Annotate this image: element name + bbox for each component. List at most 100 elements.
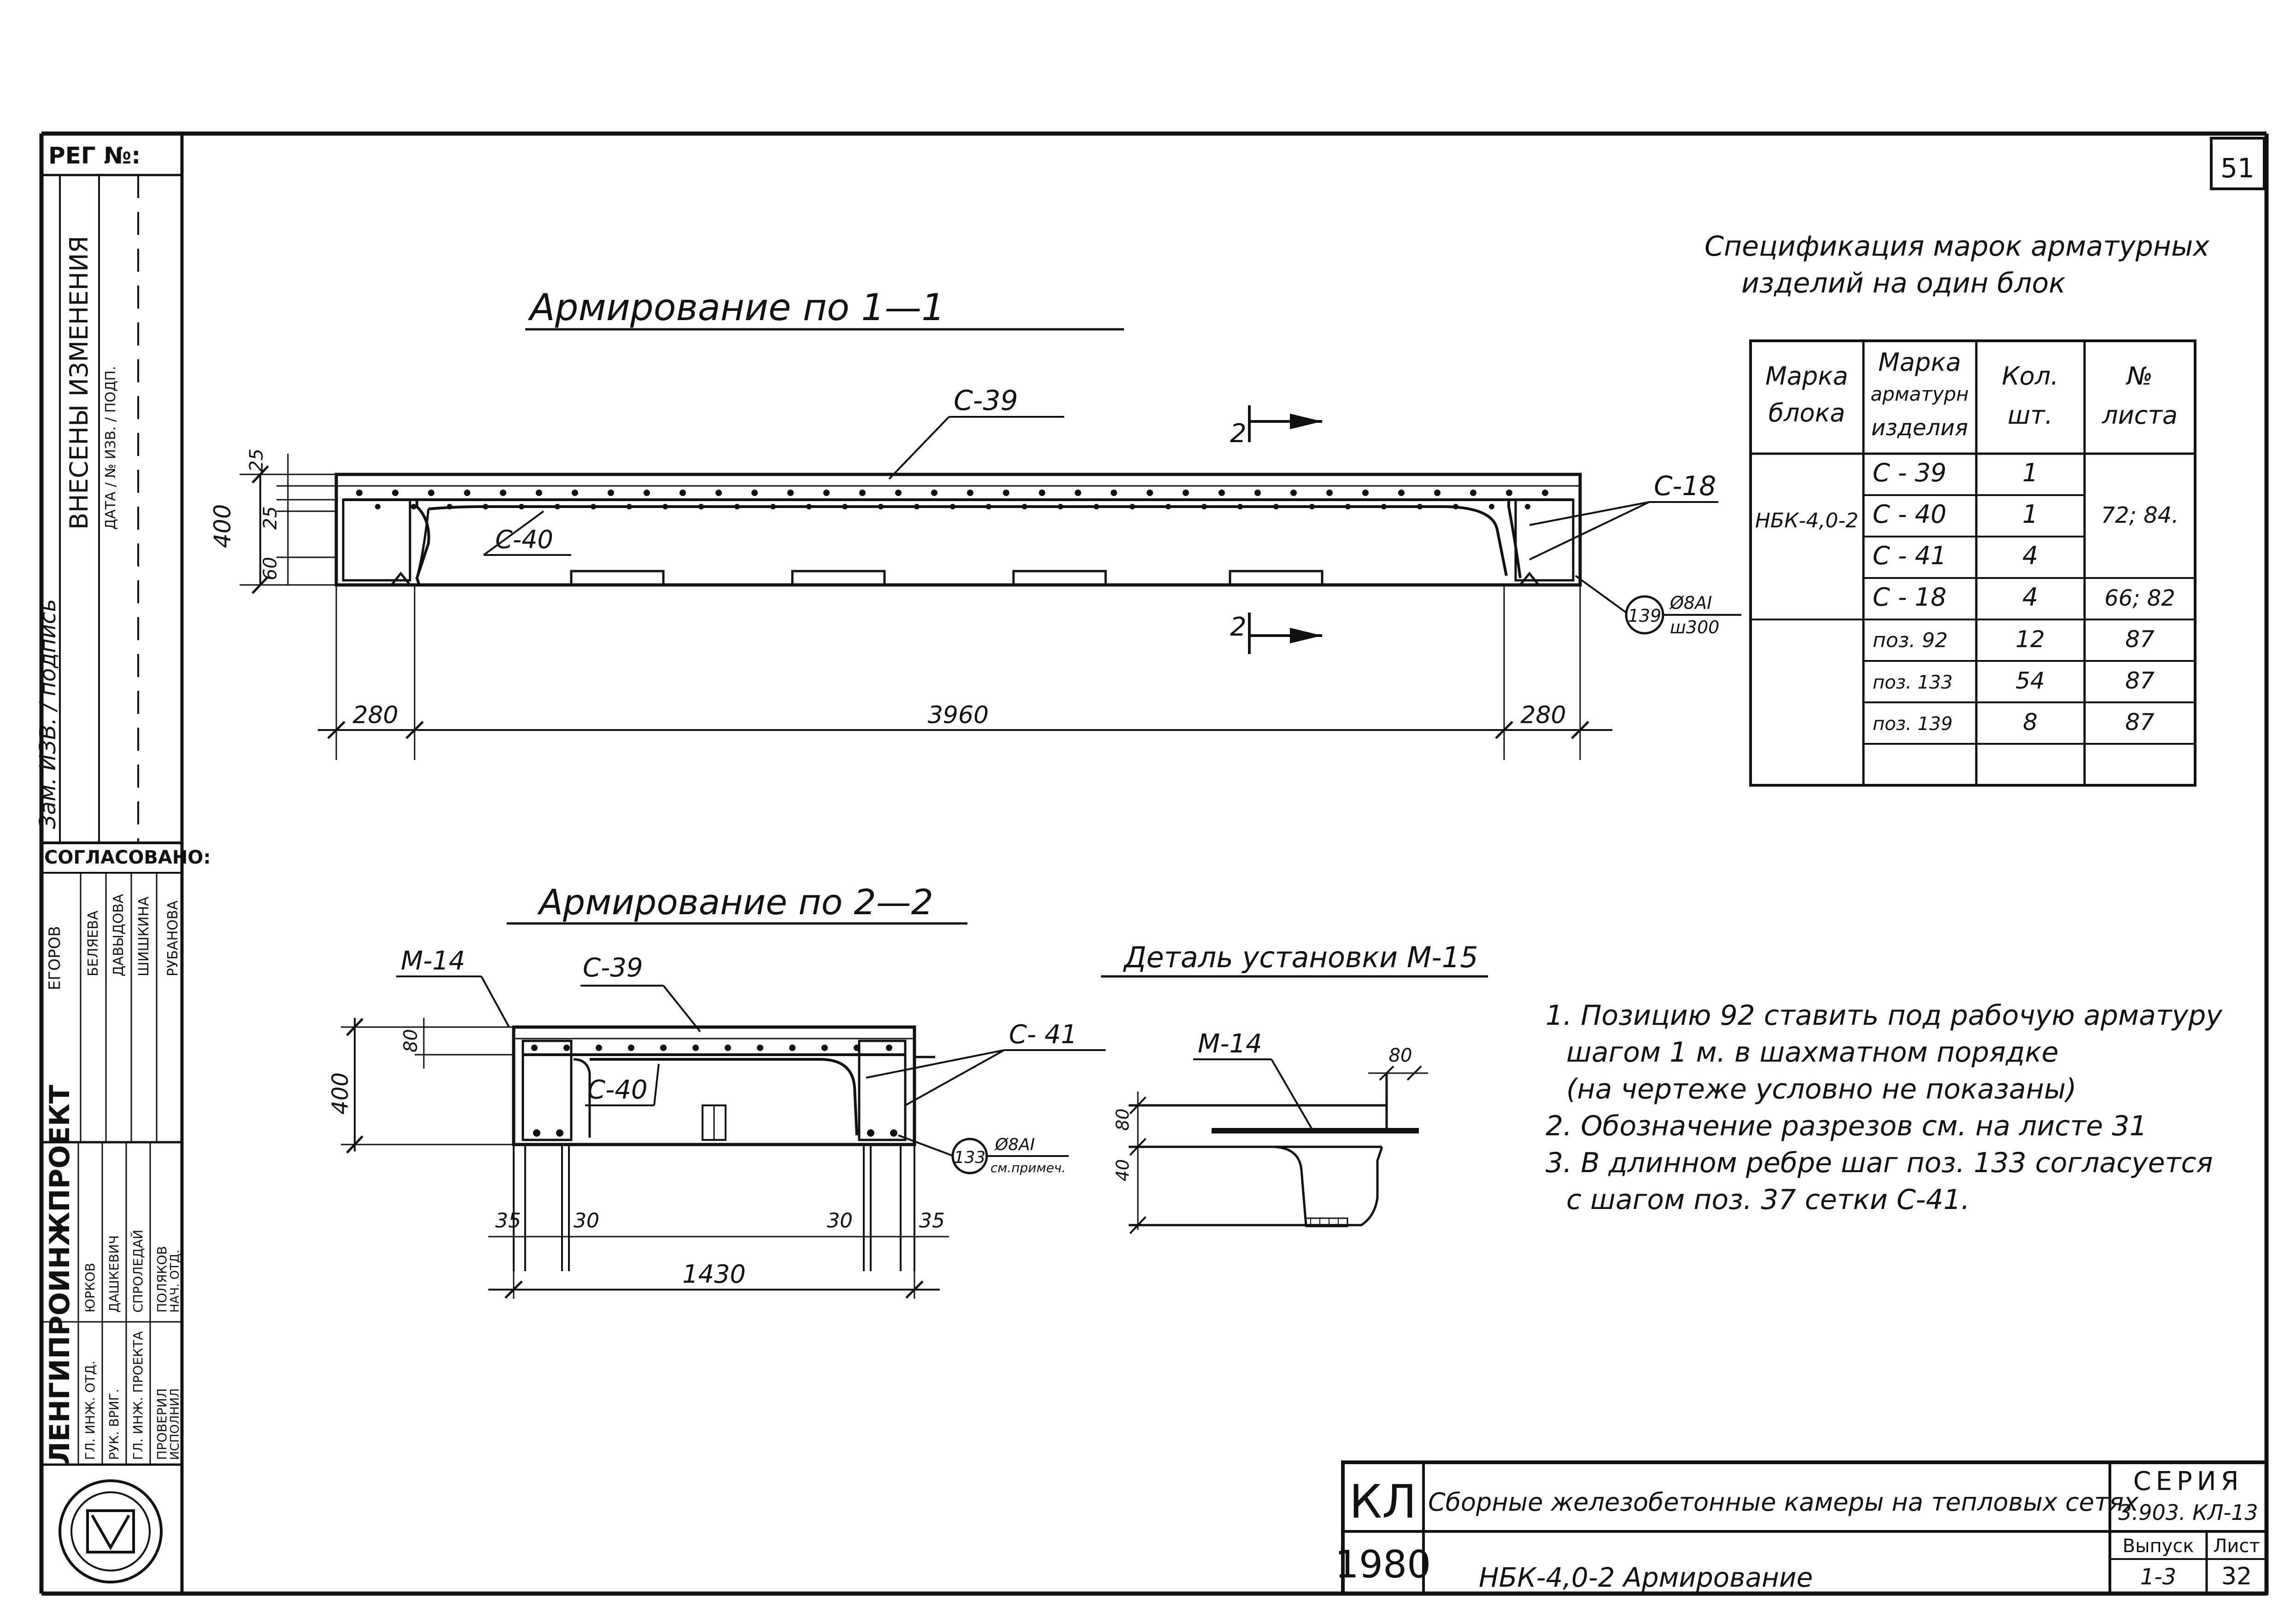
rebar-dot	[1489, 504, 1494, 509]
rebar-dot	[698, 504, 704, 509]
spec-row-6-sheet: 87	[2125, 667, 2155, 694]
rebar-dot	[1183, 490, 1189, 496]
rebar-dot	[447, 504, 452, 509]
v2-dim-30b: 30	[827, 1209, 853, 1232]
rebar-dot	[596, 1045, 602, 1051]
rebar-dots-top	[356, 490, 1548, 509]
rebar-dot	[1130, 504, 1135, 509]
spec-title-line1: Спецификация марок арматурных	[1704, 230, 2209, 263]
rebar-dot	[821, 1045, 828, 1051]
rebar-dot	[1039, 490, 1045, 496]
rebar-dot	[823, 490, 830, 496]
rebar-dot	[1147, 490, 1153, 496]
rebar-dot	[375, 504, 381, 509]
rebar-dot	[1022, 504, 1027, 509]
rebar-dot	[556, 1129, 563, 1137]
rebar-dot	[806, 504, 812, 509]
rebar-dot	[950, 504, 955, 509]
person-2: ДАШКЕВИЧ	[106, 1235, 122, 1313]
spec-header-item-1: Марка	[1878, 348, 1961, 377]
spec-row-5-qty: 12	[2015, 626, 2045, 653]
rebar-dot	[1003, 490, 1009, 496]
rebar-dot	[608, 490, 614, 496]
role-3: ГЛ. ИНЖ. ПРОЕКТА	[130, 1331, 146, 1460]
spec-header-item-2: арматурн	[1870, 383, 1968, 405]
agreed-name-5: РУБАНОВА	[165, 900, 181, 976]
rebar-dot	[572, 490, 578, 496]
v1-dim-280-right: 280	[1520, 701, 1566, 729]
rebar-dot	[1075, 490, 1081, 496]
rebar-dot	[967, 490, 973, 496]
rebar-dot	[1470, 490, 1476, 496]
rebar-dot	[536, 490, 542, 496]
notes: 1. Позицию 92 ставить под рабочую армату…	[1546, 999, 2223, 1216]
note-line-2: шагом 1 м. в шахматном порядке	[1566, 1036, 2059, 1069]
spec-row-2-sheet: 72; 84.	[2101, 502, 2179, 528]
rebar-dot	[519, 504, 524, 509]
view2-title: Армирование по 2—2	[537, 882, 933, 923]
sheet-frame	[39, 131, 2269, 1596]
agreed-name-1: ЕГОРОВ	[46, 926, 64, 990]
agreed-name-2: БЕЛЯЕВА	[85, 911, 101, 976]
v1-dim-3960: 3960	[928, 701, 989, 729]
spec-header-block-2: блока	[1769, 398, 1845, 427]
rebar-dot	[1166, 504, 1171, 509]
rebar-dot	[555, 504, 560, 509]
rebar-dot	[628, 1045, 634, 1051]
issue-label: Выпуск	[2123, 1536, 2194, 1557]
series-value: 3.903. КЛ-13	[2118, 1500, 2258, 1525]
v2-dim-35b: 35	[919, 1209, 945, 1232]
rebar-dots-section	[531, 1045, 897, 1137]
rebar-dot	[500, 490, 506, 496]
rebar-dot	[986, 504, 991, 509]
rebar-dot	[1058, 504, 1063, 509]
rebar-dot	[859, 490, 866, 496]
spec-row-2-qty: 1	[2022, 500, 2038, 529]
rebar-dot	[854, 1045, 860, 1051]
note-line-5: 3. В длинном ребре шаг поз. 133 согласуе…	[1546, 1147, 2213, 1179]
v2-label-c39: С-39	[583, 953, 643, 983]
spec-row-4-sheet: 66; 82	[2104, 585, 2175, 611]
v1-dim-25a: 25	[246, 449, 267, 472]
rebar-dot	[1290, 490, 1297, 496]
note-line-6: с шагом поз. 37 сетки С-41.	[1566, 1184, 1970, 1216]
view1-title: Армирование по 1—1	[527, 286, 945, 329]
v1-callout-num: 139	[1628, 606, 1662, 626]
v2-dim-35a: 35	[495, 1209, 521, 1232]
detail-m15: Деталь установки М-15 М-14 80 80 40	[1101, 940, 1488, 1234]
spec-header-qty-1: Кол.	[2002, 362, 2058, 391]
spec-row-7-sheet: 87	[2125, 709, 2155, 736]
v1-dim-25b: 25	[260, 506, 281, 530]
title-block: КЛ Сборные железобетонные камеры на тепл…	[1335, 1460, 2268, 1595]
rebar-dot	[890, 1129, 897, 1137]
rebar-dot	[914, 504, 920, 509]
rebar-dot	[1381, 504, 1387, 509]
spec-row-6-item: поз. 133	[1873, 672, 1953, 693]
rebar-dot	[1417, 504, 1423, 509]
rebar-dot	[1326, 490, 1333, 496]
signature-row: Зам. ИЗВ. / подпись	[35, 599, 61, 829]
role-4: ПРОВЕРИЛ	[154, 1388, 170, 1460]
rebar-dot	[1218, 490, 1225, 496]
v2-dim-1430: 1430	[682, 1260, 745, 1289]
rebar-dot	[1398, 490, 1405, 496]
sheet-number: 51	[2220, 152, 2255, 184]
v1-label-c40: С-40	[495, 525, 553, 554]
rebar-dot	[356, 490, 363, 496]
v1-dim-60: 60	[260, 557, 281, 580]
spec-header-qty-2: шт.	[2008, 401, 2053, 430]
rebar-dot	[533, 1129, 540, 1137]
sheet-number-box: 51	[2210, 137, 2266, 190]
v1-dim-400: 400	[209, 504, 236, 548]
rebar-dot	[1542, 490, 1548, 496]
rebar-dot	[692, 1045, 699, 1051]
spec-row-4-qty: 4	[2022, 583, 2038, 612]
spec-title-line2: изделий на один блок	[1741, 267, 2066, 299]
v2-dim-30a: 30	[574, 1209, 599, 1232]
rebar-dot	[1237, 504, 1243, 509]
title-text: Сборные железобетонные камеры на тепловы…	[1428, 1488, 2139, 1517]
rebar-dot	[1273, 504, 1279, 509]
rebar-dot	[1525, 504, 1530, 509]
rebar-dot	[1254, 490, 1261, 496]
